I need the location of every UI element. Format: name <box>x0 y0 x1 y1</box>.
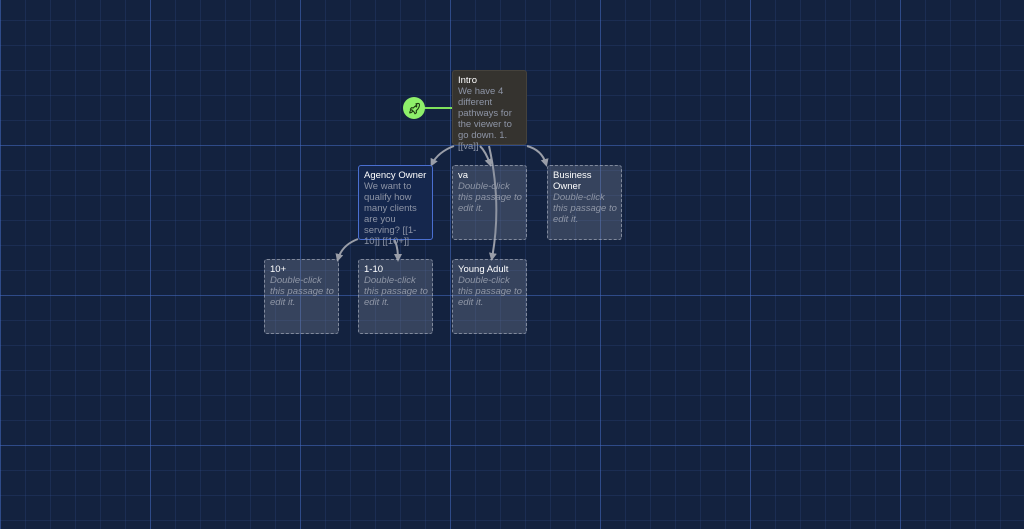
passage-one-to-ten[interactable]: 1-10 Double-click this passage to edit i… <box>358 259 433 334</box>
start-passage-badge[interactable] <box>403 97 425 119</box>
passage-excerpt: Double-click this passage to edit it. <box>458 181 522 214</box>
link-intro-business-owner <box>526 145 549 167</box>
passage-title: va <box>458 170 469 181</box>
link-intro-agency-owner <box>430 145 455 167</box>
passage-excerpt: Double-click this passage to edit it. <box>270 275 334 308</box>
passage-title: 10+ <box>270 264 287 275</box>
passage-title: Business Owner <box>553 170 592 192</box>
passage-young-adult[interactable]: Young Adult Double-click this passage to… <box>452 259 527 334</box>
passage-business-owner[interactable]: Business Owner Double-click this passage… <box>547 165 622 240</box>
passage-va[interactable]: va Double-click this passage to edit it. <box>452 165 527 240</box>
passage-excerpt: Double-click this passage to edit it. <box>364 275 428 308</box>
passage-title: Intro <box>458 75 478 86</box>
passage-excerpt: We have 4 different pathways for the vie… <box>458 86 512 152</box>
passage-title: Young Adult <box>458 264 509 275</box>
link-intro-va <box>479 145 493 167</box>
passage-excerpt: Double-click this passage to edit it. <box>458 275 522 308</box>
passage-excerpt: We want to qualify how many clients are … <box>364 181 417 247</box>
passage-excerpt: Double-click this passage to edit it. <box>553 192 617 225</box>
passage-intro[interactable]: Intro We have 4 different pathways for t… <box>452 70 527 152</box>
passage-title: Agency Owner <box>364 170 427 181</box>
passage-ten-plus[interactable]: 10+ Double-click this passage to edit it… <box>264 259 339 334</box>
rocket-icon <box>408 102 420 114</box>
passage-agency-owner[interactable]: Agency Owner We want to qualify how many… <box>358 165 433 247</box>
start-connector-line <box>424 107 453 109</box>
passage-title: 1-10 <box>364 264 384 275</box>
link-agency-owner-ten-plus <box>335 238 359 262</box>
